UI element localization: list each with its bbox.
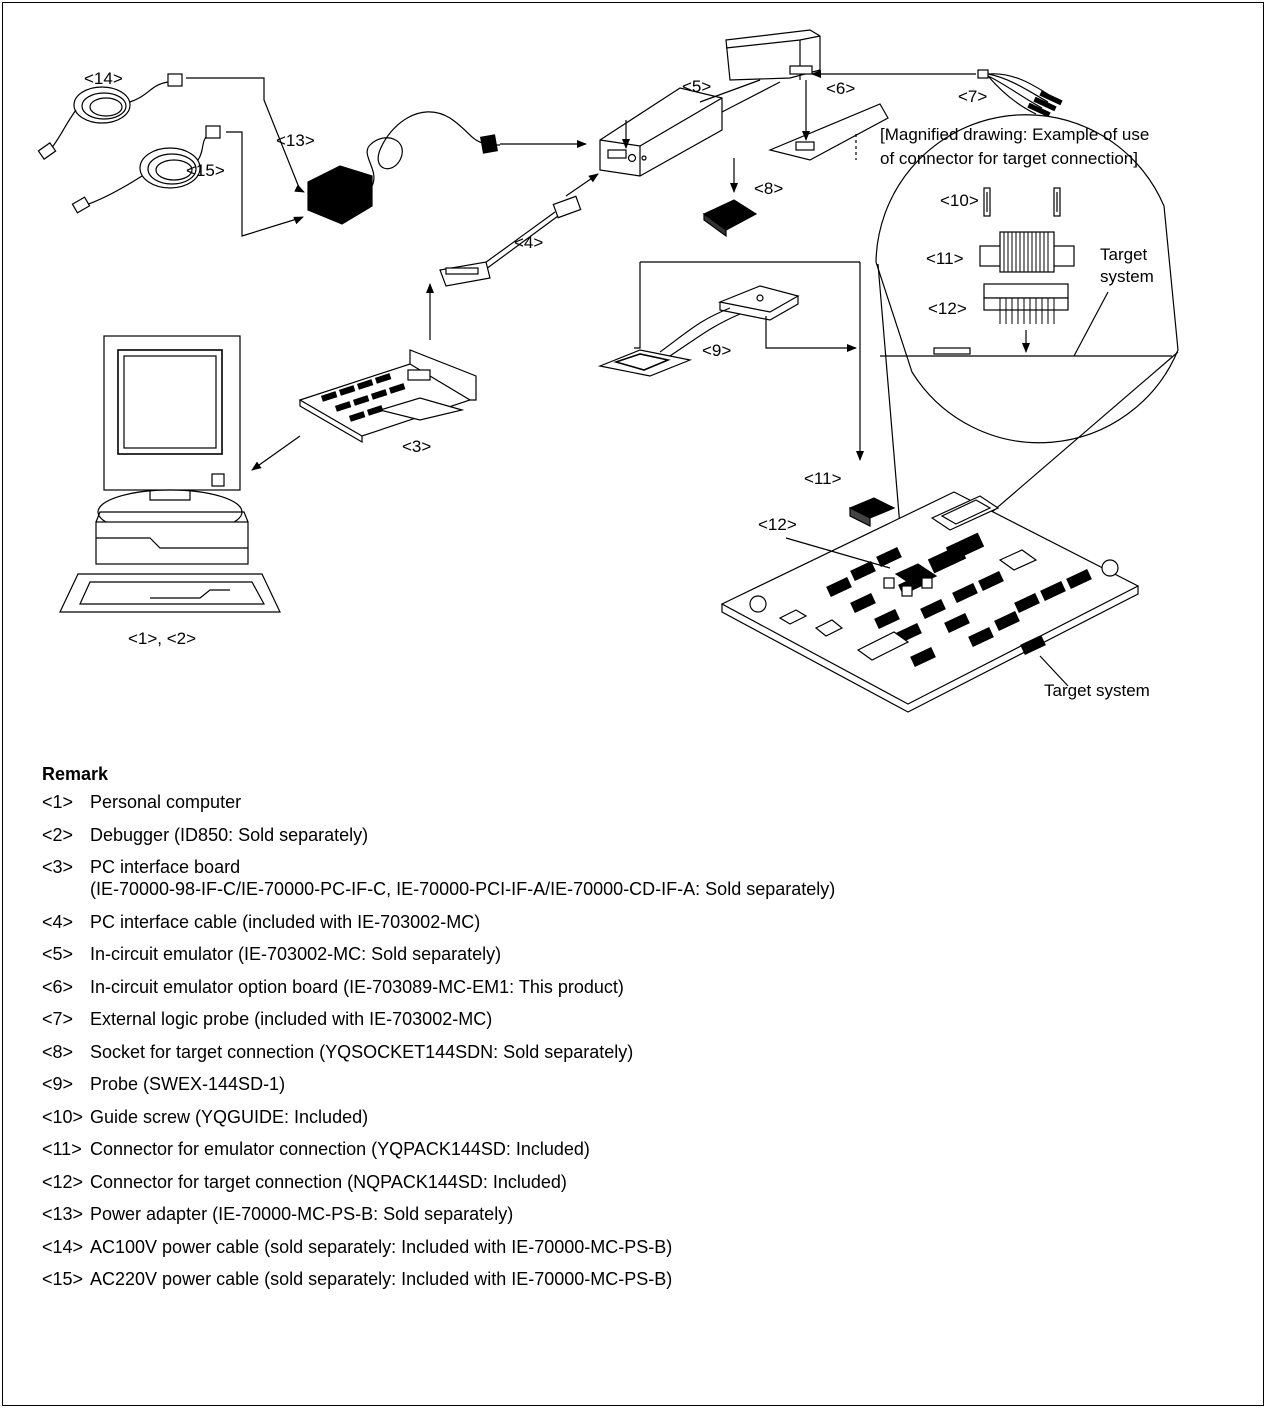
target-connector-magnified [983, 283, 1069, 324]
remark-item: <13> Power adapter (IE-70000-MC-PS-B: Sol… [42, 1203, 1222, 1225]
remark-number: <13> [42, 1204, 84, 1224]
remark-item: <6> In-circuit emulator option board (IE-… [42, 976, 1222, 998]
label-12-board: <12> [758, 515, 797, 534]
magnified-caption-line1: [Magnified drawing: Example of use [880, 125, 1149, 144]
remark-text: Personal computer [90, 792, 242, 812]
remark-number: <11> [42, 1139, 82, 1159]
remark-number: <7> [42, 1009, 74, 1029]
power-adapter [307, 111, 501, 225]
remark-text: In-circuit emulator (IE-703002-MC: Sold … [90, 944, 502, 964]
remark-text: Guide screw (YQGUIDE: Included) [90, 1106, 369, 1127]
remark-text: External logic probe (included with IE-7… [90, 1009, 493, 1029]
target-socket [702, 199, 758, 238]
emulator-connector-board [848, 497, 896, 527]
connection-diagram: <14> <15> <13> <5> <6> <7> [Magnified dr… [37, 29, 1179, 713]
remark-item: <7> External logic probe (included with I… [42, 1008, 1222, 1030]
remark-text: In-circuit emulator option board (IE-703… [90, 976, 624, 997]
label-6: <6> [826, 79, 855, 98]
label-10: <10> [940, 191, 979, 210]
remark-item: <15> AC220V power cable (sold separately:… [42, 1268, 1222, 1290]
remark-number: <12> [42, 1171, 84, 1192]
remark-item: <9> Probe (SWEX-144SD-1) [42, 1073, 1222, 1095]
label-11-board: <11> [804, 469, 842, 488]
magnified-inset [875, 114, 1179, 444]
guide-screw [983, 187, 1061, 217]
target-system-inset-line2: system [1100, 267, 1154, 286]
remark-number: <1> [42, 792, 74, 812]
remark-item: <1> Personal computer [42, 791, 1222, 813]
remark-text: Probe (SWEX-144SD-1) [90, 1074, 286, 1094]
remark-text: AC220V power cable (sold separately: Inc… [90, 1269, 673, 1289]
label-8: <8> [754, 179, 783, 198]
remark-number: <4> [42, 911, 74, 932]
remark-item: <8> Socket for target connection (YQSOCKE… [42, 1041, 1222, 1063]
remarks-heading: Remark [42, 764, 109, 784]
remark-item: <4> PC interface cable (included with IE-… [42, 911, 1222, 933]
remark-number: <14> [42, 1236, 84, 1257]
remark-number: <3> [42, 857, 74, 877]
remark-number: <2> [42, 824, 74, 845]
label-4: <4> [514, 233, 543, 252]
remark-text: PC interface board (IE-70000-98-IF-C/IE-… [90, 857, 836, 899]
remark-item: <3> PC interface board (IE-70000-98-IF-C/… [42, 856, 1222, 900]
remark-number: <6> [42, 976, 74, 997]
target-board [720, 491, 1140, 713]
remark-item: <11> Connector for emulator connection (Y… [42, 1138, 1222, 1160]
remark-number: <5> [42, 944, 74, 964]
power-cable-ac220v [71, 125, 221, 214]
label-11-inset: <11> [926, 249, 964, 268]
target-system-label: Target system [1044, 681, 1150, 700]
remarks-list: <1> Personal computer <2> Debugger (ID850: … [42, 791, 1222, 1290]
label-12-inset: <12> [928, 299, 967, 318]
option-board [768, 103, 889, 161]
remark-text: Socket for target connection (YQSOCKET14… [90, 1041, 634, 1062]
target-system-inset-line1: Target [1100, 245, 1148, 264]
remark-number: <8> [42, 1041, 74, 1062]
label-13: <13> [276, 131, 315, 150]
label-5: <5> [682, 77, 711, 96]
remark-item: <12> Connector for target connection (NQP… [42, 1171, 1222, 1193]
magnified-caption-line2: of connector for target connection] [880, 149, 1138, 168]
probe [597, 261, 864, 461]
remark-item: <14> AC100V power cable (sold separately:… [42, 1236, 1222, 1258]
remark-text: Debugger (ID850: Sold separately) [90, 824, 369, 845]
pc-interface-cable [439, 195, 582, 287]
remark-number: <15> [42, 1269, 84, 1289]
remark-number: <9> [42, 1074, 74, 1094]
label-7: <7> [958, 87, 987, 106]
in-circuit-emulator [599, 29, 821, 177]
label-3: <3> [402, 437, 431, 456]
power-cable-ac100v [37, 73, 183, 160]
remark-text: Power adapter (IE-70000-MC-PS-B: Sold se… [90, 1204, 514, 1224]
remark-text: PC interface cable (included with IE-703… [90, 911, 481, 932]
remark-item: <10> Guide screw (YQGUIDE: Included) [42, 1106, 1222, 1128]
label-15: <15> [186, 161, 225, 180]
remarks-section: Remark <1> Personal computer <2> Debugger (… [42, 764, 1222, 1301]
remark-text: Connector for emulator connection (YQPAC… [90, 1139, 590, 1159]
label-9: <9> [702, 341, 731, 360]
label-1-2: <1>, <2> [128, 629, 196, 648]
emulator-connector-magnified [979, 231, 1075, 273]
label-14: <14> [84, 69, 123, 88]
remark-number: <10> [42, 1106, 84, 1127]
personal-computer [59, 335, 281, 613]
external-logic-probe [977, 69, 1063, 118]
remark-item: <2> Debugger (ID850: Sold separately) [42, 824, 1222, 846]
remark-text: AC100V power cable (sold separately: Inc… [90, 1236, 673, 1257]
remark-item: <5> In-circuit emulator (IE-703002-MC: So… [42, 943, 1222, 965]
pc-interface-board [298, 349, 477, 444]
remark-text: Connector for target connection (NQPACK1… [90, 1171, 567, 1192]
